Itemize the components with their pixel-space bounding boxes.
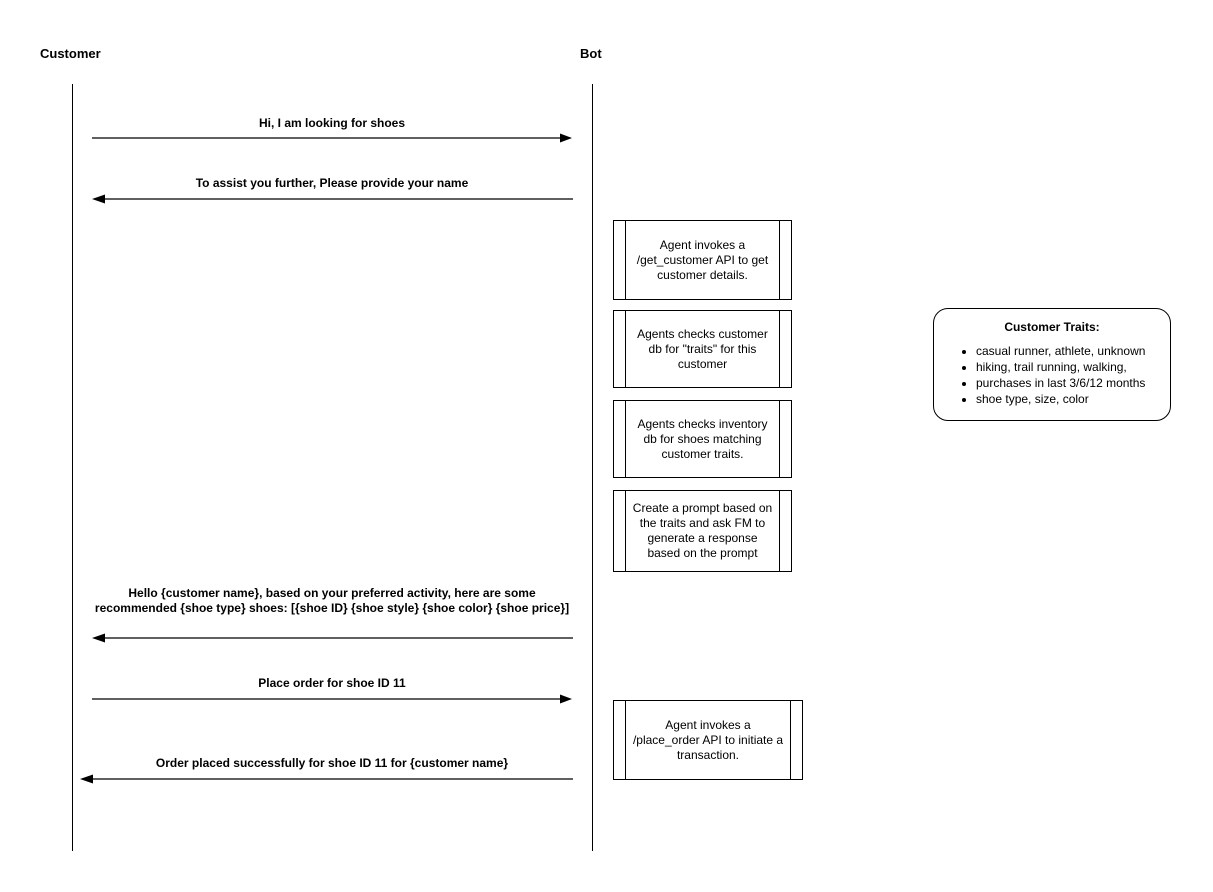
note-list-item: hiking, trail running, walking, [976, 359, 1170, 375]
message-label-4: Place order for shoe ID 11 [258, 676, 406, 690]
message-label-1: Hi, I am looking for shoes [258, 116, 406, 130]
note-list: casual runner, athlete, unknown hiking, … [934, 343, 1170, 407]
activation-box-2: Agents checks customer db for "traits" f… [613, 310, 792, 388]
activation-strip-left [613, 400, 626, 478]
activation-strip-right [779, 220, 792, 300]
message-arrow-2 [92, 194, 573, 204]
message-arrow-1 [92, 133, 572, 143]
message-arrow-4 [92, 694, 572, 704]
activation-box-4: Create a prompt based on the traits and … [613, 490, 792, 572]
note-title: Customer Traits: [1004, 320, 1100, 334]
activation-strip-left [613, 220, 626, 300]
note-customer-traits: Customer Traits: casual runner, athlete,… [933, 308, 1171, 421]
note-list-item: shoe type, size, color [976, 391, 1170, 407]
message-arrow-3 [92, 633, 573, 643]
activation-text-2: Agents checks customer db for "traits" f… [637, 326, 768, 371]
activation-box-1: Agent invokes a /get_customer API to get… [613, 220, 792, 300]
message-label-5: Order placed successfully for shoe ID 11… [155, 756, 509, 770]
activation-strip-left [613, 700, 626, 780]
message-label-2: To assist you further, Please provide yo… [195, 176, 469, 190]
activation-box-5: Agent invokes a /place_order API to init… [613, 700, 803, 780]
activation-strip-left [613, 490, 626, 572]
message-arrow-5 [80, 774, 573, 784]
activation-text-4: Create a prompt based on the traits and … [632, 501, 773, 560]
activation-strip-right [779, 400, 792, 478]
message-label-3: Hello {customer name}, based on your pre… [94, 586, 570, 615]
actor-label-customer: Customer [40, 46, 101, 61]
activation-text-5: Agent invokes a /place_order API to init… [632, 717, 784, 762]
activation-box-3: Agents checks inventory db for shoes mat… [613, 400, 792, 478]
activation-strip-left [613, 310, 626, 388]
note-list-item: purchases in last 3/6/12 months [976, 375, 1170, 391]
note-list-item: casual runner, athlete, unknown [976, 343, 1170, 359]
activation-text-1: Agent invokes a /get_customer API to get… [636, 237, 769, 282]
lifeline-customer [72, 84, 73, 851]
activation-strip-right [779, 490, 792, 572]
activation-text-3: Agents checks inventory db for shoes mat… [637, 416, 768, 461]
actor-label-bot: Bot [580, 46, 602, 61]
activation-strip-right [779, 310, 792, 388]
activation-strip-right [790, 700, 803, 780]
lifeline-bot [592, 84, 593, 851]
